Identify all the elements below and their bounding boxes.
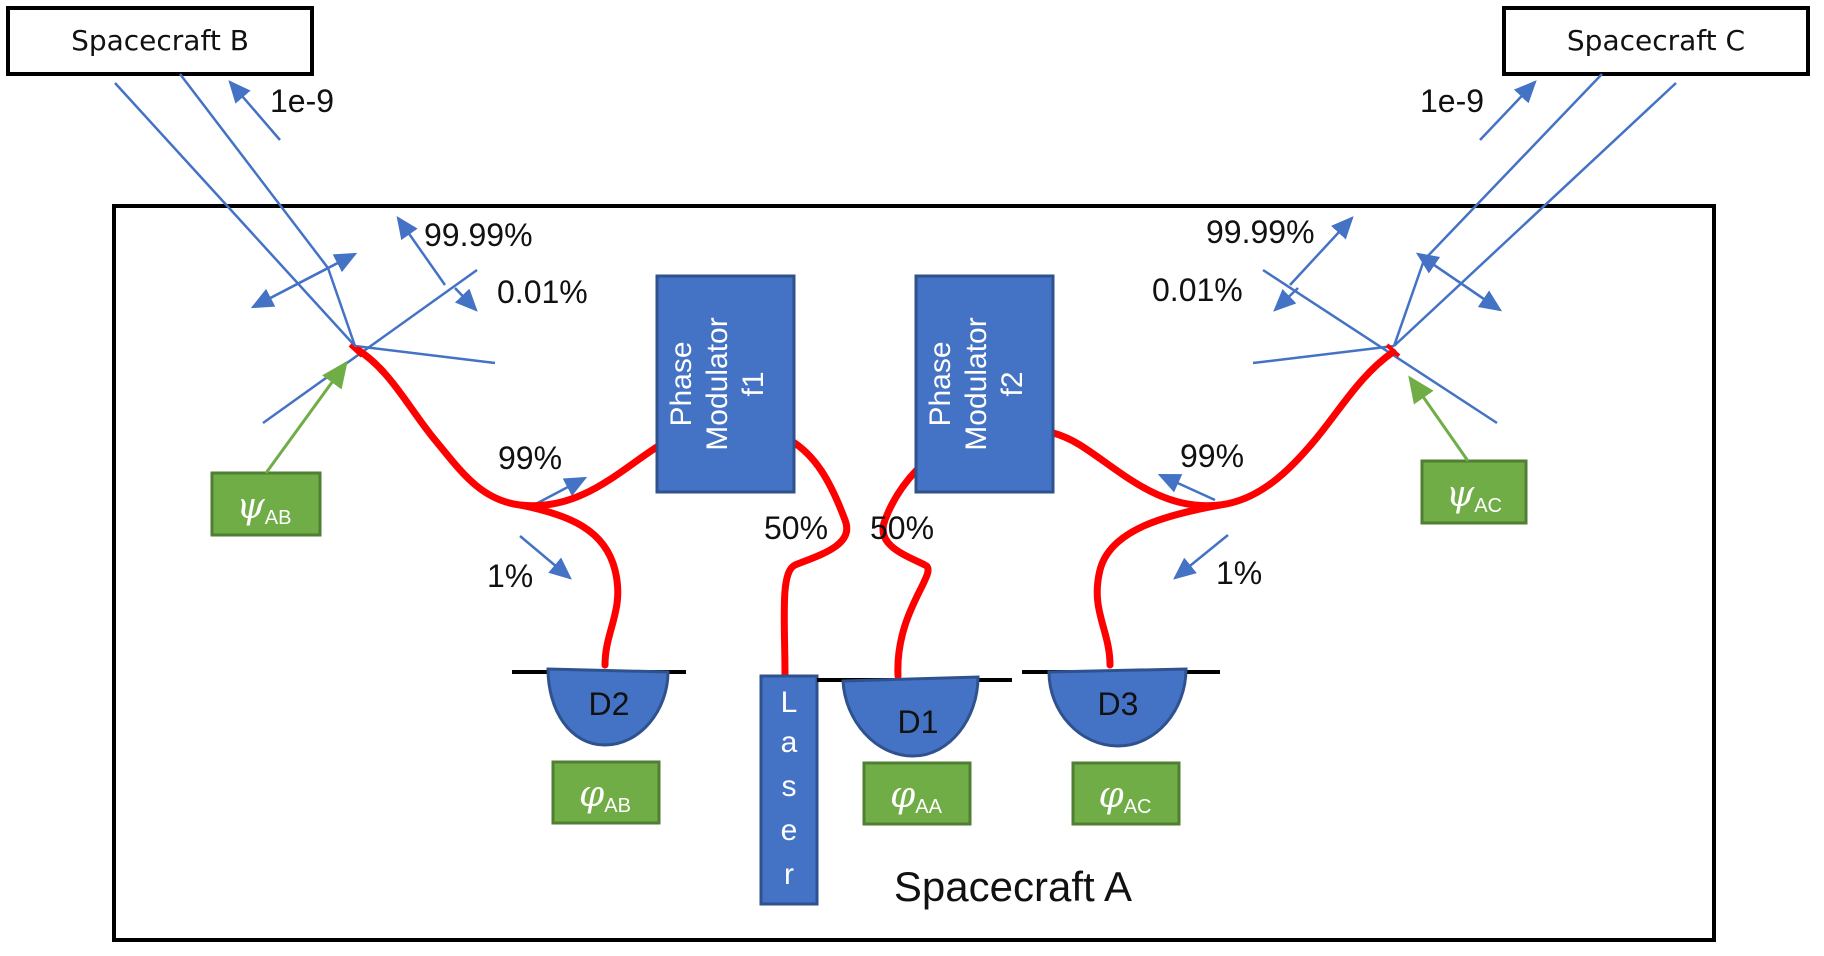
arrow-99-right [1157, 473, 1216, 502]
laser-letter-2: a [781, 726, 798, 759]
laser-letter-5: r [784, 858, 794, 891]
psi-ac-arrow [1408, 375, 1470, 462]
fiber-port-right [1385, 343, 1401, 358]
phase-modulator-f1: Phase Modulator f1 [655, 274, 796, 494]
psi-ac-subscript: AC [1474, 495, 1502, 517]
transmit-arrow-left [396, 215, 447, 286]
laser: L a s e r [759, 674, 819, 906]
spacecraft-a-label: Spacecraft A [894, 863, 1132, 910]
pm1-line-3: f1 [737, 371, 770, 396]
phi-ac-subscript: AC [1124, 796, 1152, 818]
detector-d3: D3 [1022, 667, 1220, 748]
left-beam-optics [114, 73, 588, 580]
phase-box-phi-aa: φAA [862, 761, 972, 826]
label-reflect-left: 0.01% [497, 274, 588, 310]
detector-d1: D1 [817, 675, 1012, 758]
phase-box-psi-ab: ψAB [210, 471, 322, 537]
detector-d2-label: D2 [589, 686, 630, 722]
pm2-line-3: f2 [996, 371, 1029, 396]
detector-d2: D2 [512, 667, 686, 747]
svg-text:ψAB: ψAB [237, 486, 292, 529]
phase-box-psi-ac: ψAC [1420, 459, 1528, 525]
detector-d3-label: D3 [1098, 686, 1139, 722]
fiber-left-tap [516, 501, 622, 669]
incoming-arrow-left [228, 80, 281, 141]
pm2-line-2: Modulator [960, 317, 993, 450]
label-99-right: 99% [1180, 438, 1244, 474]
label-transmit-left: 99.99% [424, 217, 533, 253]
psi-ac-symbol: ψ [1446, 474, 1475, 515]
phase-modulator-f2: Phase Modulator f2 [914, 274, 1055, 494]
phi-ab-symbol: φ [579, 774, 605, 815]
right-beam-optics [1157, 73, 1677, 580]
label-99-left: 99% [498, 440, 562, 476]
psi-ab-arrow [264, 360, 348, 474]
label-1-right: 1% [1216, 555, 1262, 591]
phi-aa-symbol: φ [890, 775, 916, 816]
label-incoming-right: 1e-9 [1420, 83, 1484, 119]
svg-text:ψAC: ψAC [1446, 474, 1502, 517]
reflect-arrow-left [454, 287, 478, 312]
label-incoming-left: 1e-9 [270, 83, 334, 119]
phi-ac-symbol: φ [1098, 775, 1124, 816]
fiber-port-left [348, 343, 364, 358]
label-split-right: 50% [870, 510, 934, 546]
label-reflect-right: 0.01% [1152, 272, 1243, 308]
label-1-left: 1% [487, 558, 533, 594]
spacecraft-b-box: Spacecraft B [6, 6, 314, 76]
svg-text:φAA: φAA [890, 775, 943, 818]
spacecraft-c-label: Spacecraft C [1567, 24, 1745, 57]
psi-ab-subscript: AB [265, 507, 292, 529]
svg-text:φAC: φAC [1098, 775, 1151, 818]
reflect-arrow-right [1273, 287, 1299, 312]
spacecraft-c-box: Spacecraft C [1502, 6, 1810, 76]
psi-ab-symbol: ψ [237, 486, 266, 527]
label-transmit-right: 99.99% [1206, 214, 1315, 250]
label-split-left: 50% [764, 510, 828, 546]
phi-aa-subscript: AA [915, 796, 942, 818]
spacecraft-b-label: Spacecraft B [71, 24, 249, 57]
pm1-line-2: Modulator [701, 317, 734, 450]
laser-letter-4: e [781, 814, 798, 847]
laser-letter-1: L [781, 686, 798, 719]
phase-box-phi-ab: φAB [551, 760, 661, 825]
pm1-line-1: Phase [665, 341, 698, 426]
phase-box-phi-ac: φAC [1071, 761, 1181, 826]
incoming-arrow-right [1479, 80, 1537, 141]
fiber-right-tap [1093, 501, 1224, 669]
svg-text:φAB: φAB [579, 774, 631, 817]
laser-letter-3: s [782, 770, 797, 803]
transmit-arrow-right [1289, 216, 1354, 286]
detector-d1-label: D1 [898, 704, 939, 740]
arrow-1-right [1173, 534, 1229, 580]
arrow-1-left [519, 535, 572, 580]
phi-ab-subscript: AB [604, 795, 631, 817]
spacecraft-a-enclosure [112, 204, 1716, 942]
pm2-line-1: Phase [924, 341, 957, 426]
